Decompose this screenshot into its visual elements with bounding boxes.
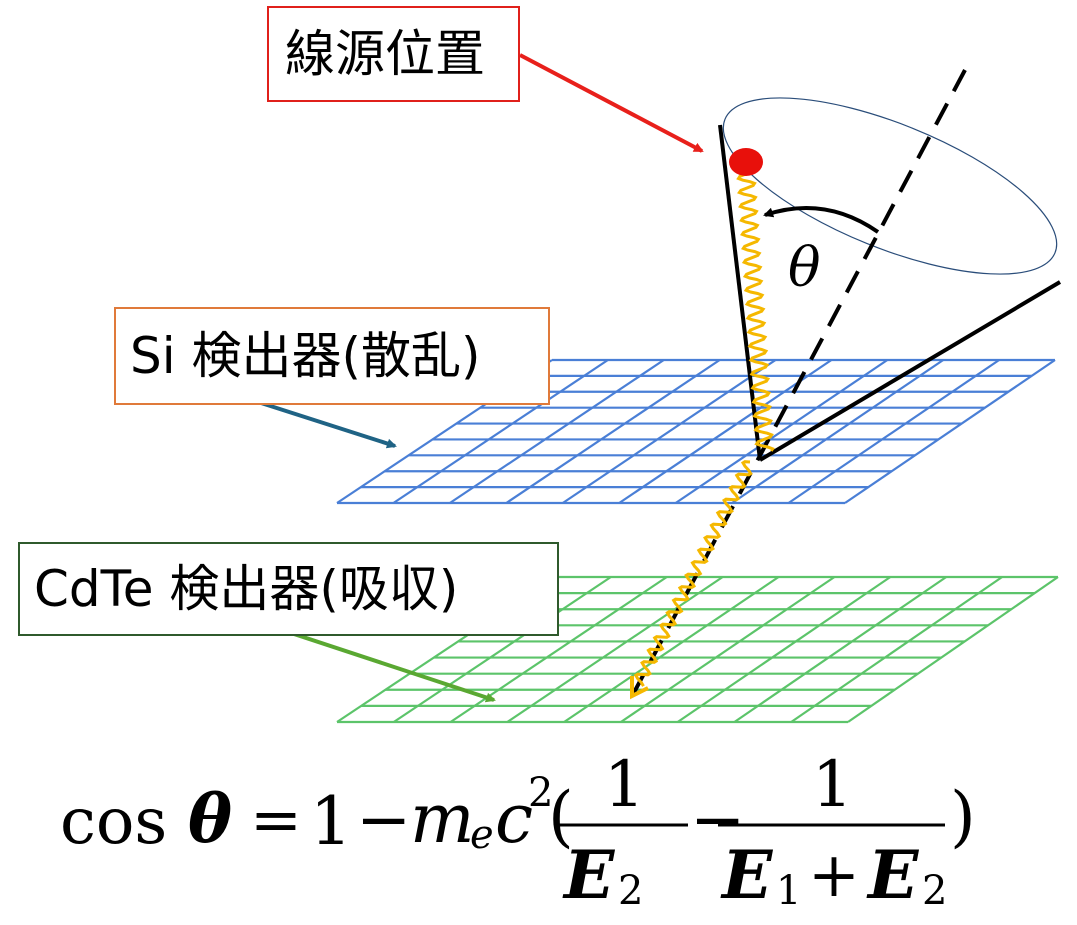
- formula-frac1-subscript: 2: [618, 868, 644, 914]
- formula-frac2-plus: +: [808, 838, 860, 911]
- formula-frac2-numerator: 1: [812, 748, 853, 822]
- cone-edge-left: [718, 124, 762, 461]
- cdte-grid-column-line: [677, 576, 891, 723]
- formula-one: 1: [310, 783, 352, 860]
- angle-theta-label: θ: [788, 236, 821, 299]
- cdte-pointer-arrow: [287, 630, 496, 703]
- cdte-grid-column-line: [790, 576, 1003, 723]
- cone-rim-ellipse: [722, 97, 1058, 275]
- formula-frac2-subscript1: 1: [776, 868, 802, 914]
- cdte-detector-label: CdTe 検出器(吸収): [18, 542, 559, 636]
- formula-frac2-E1: E: [722, 836, 773, 914]
- si-grid-column-line: [844, 359, 1056, 504]
- cdte-detector-grid: [336, 575, 1059, 724]
- formula-m: m: [410, 780, 475, 859]
- si-grid-column-line: [787, 359, 1000, 504]
- formula-close-paren: ): [950, 778, 976, 855]
- formula-equals: =: [250, 783, 302, 856]
- si-grid-column-line: [562, 359, 777, 504]
- si-grid-column-line: [675, 359, 888, 504]
- formula-frac2-subscript2: 2: [922, 868, 948, 914]
- scatter-axis-dashed-line: [628, 69, 967, 701]
- cdte-grid-column-line: [620, 576, 836, 723]
- formula-m-subscript: e: [470, 812, 494, 858]
- formula-c-superscript: 2: [528, 770, 554, 816]
- angle-arc-arrow: [763, 206, 880, 234]
- scattered-photon-path: [633, 460, 753, 687]
- si-grid-column-line: [449, 359, 665, 504]
- formula-frac1-numerator: 1: [604, 748, 645, 822]
- formula-minus-2: −: [690, 781, 746, 858]
- cdte-grid-column-line: [563, 576, 780, 723]
- incident-photon-path: [736, 172, 775, 452]
- si-grid-column-line: [505, 359, 721, 504]
- photon-arrowhead-icon: [630, 676, 649, 700]
- si-grid-column-line: [731, 359, 944, 504]
- cdte-grid-column-line: [393, 576, 612, 723]
- formula-theta: θ: [188, 780, 233, 858]
- source-position-label: 線源位置: [267, 6, 520, 102]
- si-grid-column-line: [392, 359, 609, 504]
- formula-c: c: [495, 780, 534, 859]
- si-detector-label: Si 検出器(散乱): [114, 307, 550, 405]
- formula-cos: cos: [60, 785, 168, 859]
- source-pointer-arrow: [519, 53, 704, 153]
- si-pointer-arrow: [257, 400, 397, 449]
- cdte-grid-column-line: [847, 576, 1059, 723]
- cdte-grid-column-line: [733, 576, 947, 723]
- source-dot-icon: [729, 148, 763, 176]
- cone-edge-right: [758, 280, 1062, 462]
- formula-frac1-E: E: [564, 836, 615, 914]
- formula-minus: −: [356, 781, 412, 858]
- formula-open-paren: (: [548, 778, 574, 855]
- formula-frac2-E2: E: [868, 836, 919, 914]
- cdte-grid-column-line: [506, 576, 724, 723]
